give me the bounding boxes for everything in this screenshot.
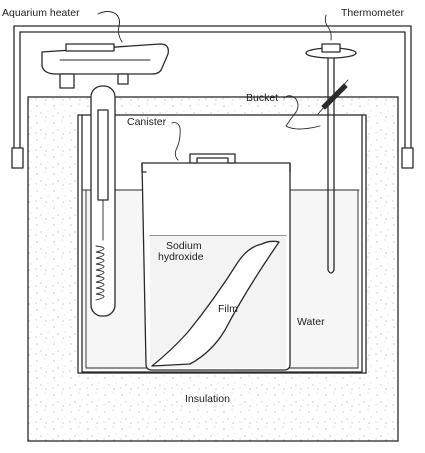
film-strip — [151, 240, 280, 367]
label-insulation: Insulation — [185, 393, 230, 405]
wire-frame — [11, 25, 414, 169]
label-canister: Canister — [127, 116, 167, 128]
label-thermometer: Thermometer — [341, 7, 405, 19]
leader-lines — [97, 11, 332, 161]
label-water: Water — [297, 316, 325, 328]
label-aquarium-heater: Aquarium heater — [2, 7, 80, 19]
label-sodium-hydroxide-2: hydroxide — [158, 251, 204, 263]
label-sodium-hydroxide-1: Sodium — [166, 240, 202, 252]
label-film: Film — [218, 303, 238, 315]
label-bucket: Bucket — [246, 92, 279, 104]
aquarium-heater — [41, 43, 169, 317]
thermometer — [305, 43, 357, 274]
